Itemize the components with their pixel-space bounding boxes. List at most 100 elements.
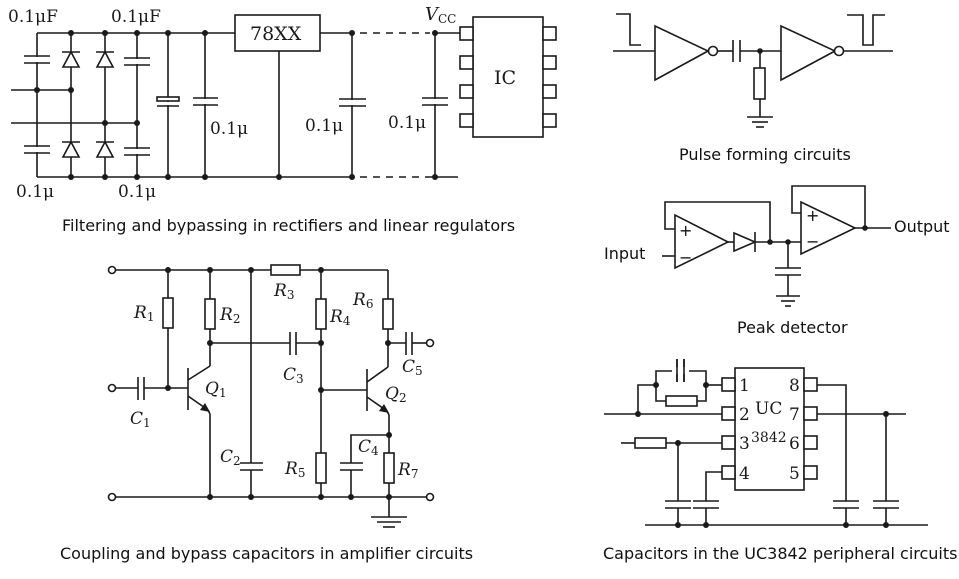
uc3842-panel: 1 2 3 4 8 7 6 5 UC 3842: [603, 359, 957, 563]
caption-amplifier: Coupling and bypass capacitors in amplif…: [60, 544, 473, 563]
ic-chip: [459, 16, 557, 138]
capacitor-bottom-right: [124, 147, 150, 156]
op-amp-2-minus: −: [806, 232, 819, 251]
resistor-pin3: [634, 437, 667, 449]
inverter-1: [654, 24, 719, 82]
label-r6: R6: [352, 290, 373, 311]
pin-label-2: 2: [739, 405, 750, 425]
label-ic: IC: [494, 67, 516, 89]
label-cap-top-right: 0.1μF: [111, 7, 161, 27]
ground-icon: [747, 116, 773, 128]
pin-3: [721, 435, 736, 450]
junction-dots: [165, 267, 392, 500]
resistor-r6: [382, 298, 394, 330]
terminal-input: [107, 383, 117, 393]
caption-rectifier: Filtering and bypassing in rectifiers an…: [62, 216, 515, 235]
label-c1: C1: [130, 409, 151, 430]
transistor-q1: [187, 343, 211, 497]
op-amp-1-minus: −: [679, 248, 692, 267]
inverter-2: [780, 24, 845, 82]
feedback-loop-2: [791, 185, 866, 228]
coupling-capacitor: [732, 40, 741, 62]
capacitor-feedback: [672, 359, 689, 382]
label-input: Input: [604, 244, 645, 263]
peak-panel: + − Input + − Output Peak detector: [604, 185, 950, 337]
capacitor-top-right: [124, 57, 150, 66]
pin-7: [803, 406, 818, 421]
pin-6: [803, 435, 818, 450]
label-cap-bottom-left: 0.1μ: [16, 182, 54, 202]
label-cap-filter: 0.1μ: [210, 119, 248, 139]
label-c2: C2: [220, 447, 241, 468]
label-output: Output: [894, 217, 950, 236]
resistor-r4: [315, 298, 327, 330]
op-amp-2: [800, 200, 857, 256]
capacitor-c3: [289, 332, 297, 355]
capacitor-pin8: [833, 500, 859, 509]
pin-label-6: 6: [789, 434, 800, 454]
pin-label-5: 5: [789, 464, 800, 484]
caption-peak: Peak detector: [737, 318, 848, 337]
pin-2: [721, 406, 736, 421]
capacitor-pin7: [873, 500, 899, 509]
label-r7: R7: [397, 460, 418, 481]
pin-label-7: 7: [789, 405, 800, 425]
caption-pulse: Pulse forming circuits: [679, 145, 851, 164]
caption-uc3842: Capacitors in the UC3842 peripheral circ…: [603, 544, 957, 563]
label-q1: Q1: [205, 379, 227, 400]
pin-8: [803, 377, 818, 392]
terminal-bottom-right: [425, 492, 435, 502]
label-cap-regulator-out: 0.1μ: [305, 116, 343, 136]
chip-label-3842: 3842: [751, 430, 787, 446]
terminal-bottom-left: [107, 492, 117, 502]
diode-d1: [61, 50, 81, 68]
resistor-r2: [204, 298, 216, 330]
amplifier-panel: R1 R2 R3 R4 R5 R6 R7 C1 C2 C3 C4 C5 Q1 Q…: [60, 264, 473, 563]
diode-d4: [95, 140, 115, 158]
feedback-loop-1: [664, 201, 771, 242]
label-r1: R1: [133, 303, 154, 324]
label-r5: R5: [284, 459, 305, 480]
op-amp-2-plus: +: [806, 206, 819, 225]
capacitor-pin3: [665, 500, 691, 509]
label-c4: C4: [358, 437, 379, 458]
ground-icon: [776, 295, 800, 307]
rectifier-panel: 0.1μF 0.1μF 0.1μ 0.1μ 0.1μ 0.1μ 0.1μ 78X…: [8, 4, 557, 235]
capacitor-c5: [405, 332, 413, 355]
pin-label-1: 1: [739, 376, 750, 396]
resistor-feedback: [665, 395, 698, 407]
capacitor-top-left: [24, 55, 50, 64]
label-q2: Q2: [385, 384, 407, 405]
pin-label-4: 4: [739, 464, 750, 484]
resistor: [753, 67, 766, 100]
electrolytic-capacitor: [156, 96, 180, 107]
junction-dots: [34, 30, 438, 180]
input-waveform: [616, 13, 641, 46]
terminal-top-left: [107, 265, 117, 275]
pulse-panel: Pulse forming circuits: [613, 13, 893, 164]
capacitor-bottom-left: [24, 145, 50, 154]
op-amp-1-plus: +: [679, 221, 692, 240]
terminal-output: [425, 338, 435, 348]
resistor-r5: [315, 452, 327, 484]
resistor-r3: [270, 264, 301, 276]
diode-d3: [61, 140, 81, 158]
capacitor-regulator-out: [339, 98, 366, 107]
label-vcc: VCC: [425, 4, 456, 26]
chip-label-uc: UC: [755, 399, 782, 419]
transistor-q2: [366, 343, 390, 453]
pin-1: [721, 377, 736, 392]
capacitor-ic-bypass: [422, 97, 448, 106]
op-amp-1: [674, 213, 730, 270]
output-pulse-waveform: [847, 14, 885, 46]
capacitor-pin4: [693, 500, 719, 509]
resistor-r1: [162, 297, 174, 329]
resistor-r7: [383, 452, 395, 484]
label-cap-bottom-right: 0.1μ: [118, 182, 156, 202]
pin-label-8: 8: [789, 376, 800, 396]
pin-4: [721, 465, 736, 480]
capacitor-c4: [340, 462, 363, 471]
label-r4: R4: [329, 307, 351, 328]
label-r2: R2: [219, 305, 240, 326]
